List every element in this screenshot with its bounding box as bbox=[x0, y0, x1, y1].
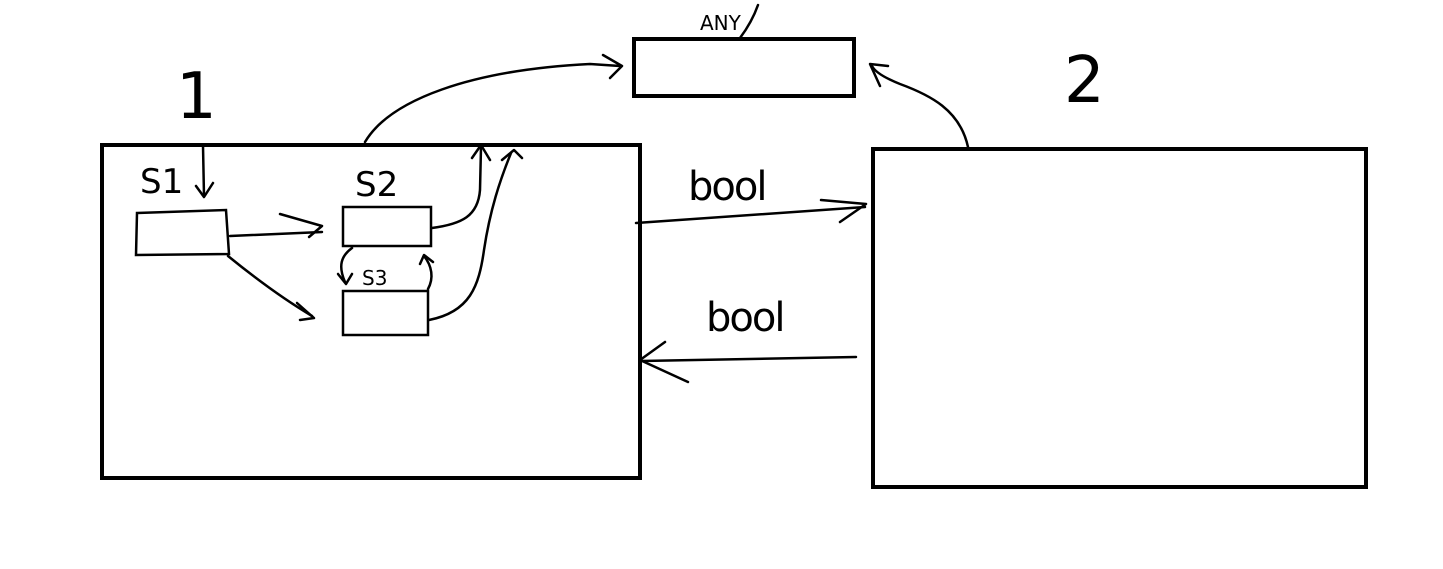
edge-s1-to-s2 bbox=[228, 230, 324, 238]
arrowhead-s2-exit bbox=[470, 143, 492, 162]
s2-label: S2 bbox=[355, 165, 398, 205]
arrowhead-2-to-any bbox=[868, 62, 890, 88]
edge-entry-s1 bbox=[201, 144, 206, 198]
s2-box bbox=[341, 205, 433, 248]
arrowhead-s2-to-s3 bbox=[336, 272, 354, 286]
edge-s2-to-s3 bbox=[339, 246, 354, 284]
any-box bbox=[632, 37, 856, 98]
edge-s3-to-s2 bbox=[422, 254, 433, 291]
arrowhead-1-to-any bbox=[601, 53, 624, 80]
edge-s1-to-s3 bbox=[226, 254, 314, 318]
arrowhead-entry-s1 bbox=[194, 181, 215, 199]
arrowhead-s3-exit bbox=[500, 148, 524, 162]
s3-box bbox=[341, 289, 430, 337]
any-label-tail bbox=[738, 3, 760, 40]
group-2-label: 2 bbox=[1064, 44, 1105, 118]
group-1-box bbox=[100, 143, 642, 480]
edge-1-to-2-label: bool bbox=[688, 164, 765, 210]
any-label: ANY bbox=[700, 11, 742, 35]
edge-1-to-any bbox=[363, 62, 622, 144]
s3-label: S3 bbox=[362, 266, 387, 290]
s1-label: S1 bbox=[140, 162, 183, 202]
group-1-label: 1 bbox=[176, 60, 217, 134]
edge-2-to-1 bbox=[639, 355, 858, 363]
edge-s3-exit bbox=[427, 151, 513, 322]
arrowhead-2-to-1 bbox=[638, 340, 690, 384]
edge-2-to-any bbox=[870, 64, 970, 149]
edge-2-to-1-label: bool bbox=[706, 295, 783, 341]
arrowhead-s3-to-s2 bbox=[418, 253, 435, 266]
s1-box bbox=[134, 208, 231, 257]
arrowhead-s1-to-s3 bbox=[295, 301, 316, 322]
group-2-box bbox=[871, 147, 1368, 489]
edge-s2-exit bbox=[430, 145, 483, 230]
arrowhead-s1-to-s2 bbox=[278, 212, 324, 239]
edge-1-to-2 bbox=[634, 205, 867, 225]
arrowhead-1-to-2 bbox=[819, 198, 868, 224]
